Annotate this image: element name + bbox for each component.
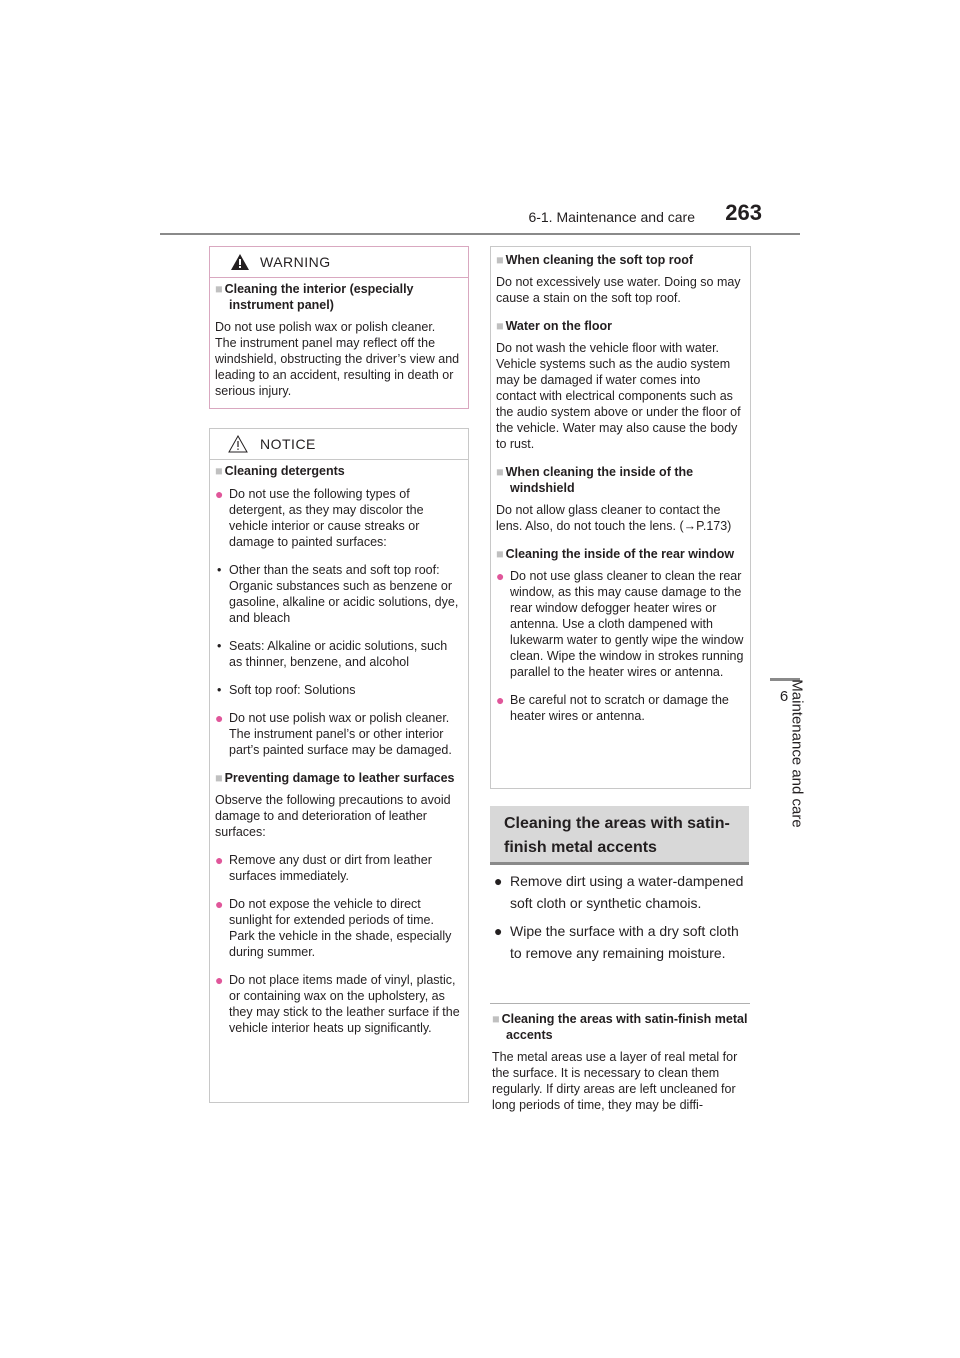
subsection-body: The metal areas use a layer of real meta…	[492, 1050, 738, 1112]
notice-label: NOTICE	[260, 436, 316, 452]
notice-dash-2: •Seats: Alkaline or acidic solutions, su…	[217, 639, 448, 669]
notice-bullet-3: ●Remove any dust or dirt from leather su…	[215, 852, 432, 883]
water-floor-body: Do not wash the vehicle floor with water…	[496, 341, 741, 451]
warning-box: WARNING ■Cleaning the interior (especial…	[209, 246, 469, 409]
chapter-number: 6	[779, 688, 789, 705]
heading-rear-window: ■Cleaning the inside of the rear window	[496, 547, 735, 561]
notice-header: NOTICE	[210, 429, 468, 460]
caution-outline-icon	[228, 435, 248, 453]
warning-icon	[231, 254, 249, 270]
bullet-dot-icon: ●	[215, 972, 224, 988]
bullet-dot-icon: ●	[494, 873, 503, 889]
page-number: 263	[725, 200, 762, 225]
rear-window-bullet-1: ●Do not use glass cleaner to clean the r…	[496, 568, 744, 679]
notice-heading-leather: ■Preventing damage to leather surfaces	[215, 771, 455, 785]
section-bullet-1: ●Remove dirt using a water-dampened soft…	[494, 870, 768, 914]
notice-bullet-2: ●Do not use polish wax or polish cleaner…	[215, 710, 452, 757]
subsection-heading: ■Cleaning the areas with satin-finish me…	[492, 1012, 748, 1042]
header-rule	[160, 233, 800, 235]
rear-window-bullet-2: ●Be careful not to scratch or damage the…	[496, 692, 729, 723]
bullet-dot-icon: ●	[496, 692, 505, 708]
bullet-dot-icon: ●	[215, 710, 224, 726]
notice-bullet-5: ●Do not place items made of vinyl, plast…	[215, 972, 460, 1035]
notice-bullet-1: ●Do not use the following types of deter…	[215, 486, 424, 549]
bullet-dot-icon: ●	[215, 486, 224, 502]
bullet-dot-icon: ●	[494, 923, 503, 939]
notice-bullet-4: ●Do not expose the vehicle to direct sun…	[215, 896, 452, 959]
soft-top-body: Do not excessively use water. Doing so m…	[496, 275, 741, 305]
notice-box: NOTICE ■Cleaning detergents ●Do not use …	[209, 428, 469, 1103]
notice-heading-detergents: ■Cleaning detergents	[215, 464, 345, 478]
subsection-rule	[490, 1003, 750, 1004]
windshield-body: Do not allow glass cleaner to contact th…	[496, 503, 732, 533]
warning-body: Do not use polish wax or polish cleaner.…	[215, 320, 460, 398]
notice-dash-3: •Soft top roof: Solutions	[217, 683, 356, 697]
chapter-tab-rule	[770, 678, 800, 681]
notice-leather-intro: Observe the following precautions to avo…	[215, 793, 451, 839]
bullet-dot-icon: ●	[496, 568, 505, 584]
bullet-dot-icon: ●	[215, 852, 224, 868]
warning-label: WARNING	[260, 254, 331, 270]
warning-header: WARNING	[210, 247, 468, 278]
bullet-dot-icon: ●	[215, 896, 224, 912]
section-heading: Cleaning the areas with satin-finish met…	[490, 806, 749, 865]
notice-continued-box: ■When cleaning the soft top roof Do not …	[490, 246, 751, 789]
heading-water-floor: ■Water on the floor	[496, 319, 613, 333]
section-bullet-2: ●Wipe the surface with a dry soft cloth …	[494, 920, 740, 964]
heading-windshield: ■When cleaning the inside of the windshi…	[496, 465, 694, 495]
warning-heading: ■Cleaning the interior (especially instr…	[215, 282, 414, 312]
heading-soft-top: ■When cleaning the soft top roof	[496, 253, 694, 267]
running-header-section: 6-1. Maintenance and care	[528, 209, 695, 225]
notice-dash-1: •Other than the seats and soft top roof:…	[217, 563, 459, 625]
